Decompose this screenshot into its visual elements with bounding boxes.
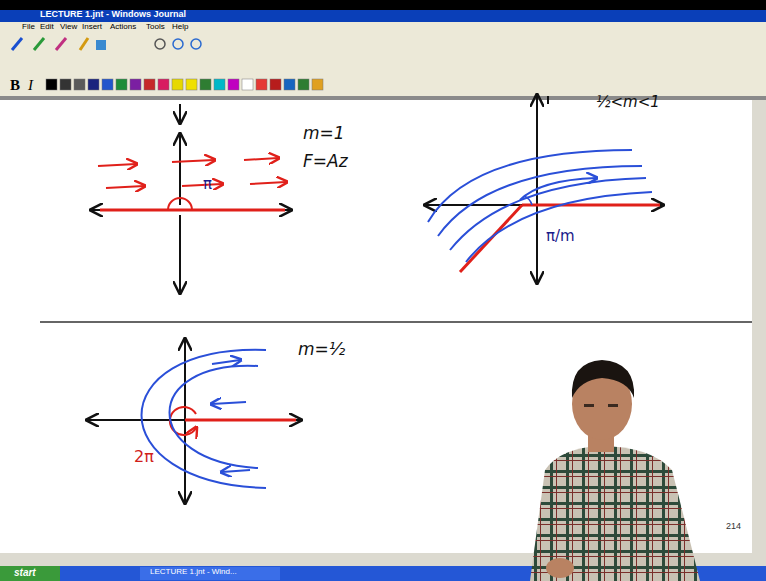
- menu-item: Actions: [110, 23, 136, 32]
- palette-swatch: [312, 79, 323, 90]
- palette-swatch: [60, 79, 71, 90]
- handwritten-note: ½<m<1: [596, 94, 660, 111]
- palette-swatch: [284, 79, 295, 90]
- palette-swatch: [172, 79, 183, 90]
- color-palette: [46, 79, 323, 90]
- menu-item: Insert: [82, 23, 102, 32]
- palette-swatch: [214, 79, 225, 90]
- angle-label: π: [203, 176, 212, 193]
- lecturer: [530, 360, 700, 581]
- palette-swatch: [200, 79, 211, 90]
- handwritten-note: F=Az: [303, 152, 348, 171]
- palette-swatch: [228, 79, 239, 90]
- palette-swatch: [298, 79, 309, 90]
- bold-button: B: [10, 77, 20, 94]
- palette-swatch: [256, 79, 267, 90]
- palette-swatch: [88, 79, 99, 90]
- menu-item: Edit: [40, 23, 54, 32]
- taskbar-item: [140, 567, 280, 580]
- menu-item: Help: [172, 23, 188, 32]
- menu-item: Tools: [146, 23, 165, 32]
- taskbar-label: LECTURE 1.jnt - Wind...: [150, 568, 237, 577]
- menu-bar: [0, 22, 766, 34]
- window-title: LECTURE 1.jnt - Windows Journal: [40, 10, 186, 20]
- toolbar-icons: [12, 38, 201, 50]
- title-bar: [0, 10, 766, 22]
- palette-swatch: [74, 79, 85, 90]
- start-button: [0, 566, 60, 581]
- vertical-scrollbar: [752, 100, 766, 553]
- italic-button: I: [28, 77, 33, 94]
- menu-item: View: [60, 23, 77, 32]
- handwritten-note: m=½: [298, 340, 345, 359]
- angle-label: 2π: [134, 448, 154, 466]
- menu-item: File: [22, 23, 35, 32]
- palette-swatch: [186, 79, 197, 90]
- palette-swatch: [144, 79, 155, 90]
- handwritten-note: m=1: [303, 124, 345, 143]
- uniform-flow-sketch: [92, 104, 290, 292]
- palette-swatch: [46, 79, 57, 90]
- toolbar: [0, 34, 766, 100]
- page-divider: [40, 321, 752, 323]
- palette-swatch: [158, 79, 169, 90]
- palette-swatch: [270, 79, 281, 90]
- page-number: 214: [726, 522, 741, 532]
- plate-flow-sketch: [88, 340, 300, 502]
- palette-swatch: [116, 79, 127, 90]
- start-label: start: [14, 567, 36, 578]
- corner-flow-sketch: [426, 96, 662, 282]
- palette-swatch: [242, 79, 253, 90]
- angle-label: π/m: [546, 228, 575, 245]
- palette-swatch: [102, 79, 113, 90]
- palette-swatch: [130, 79, 141, 90]
